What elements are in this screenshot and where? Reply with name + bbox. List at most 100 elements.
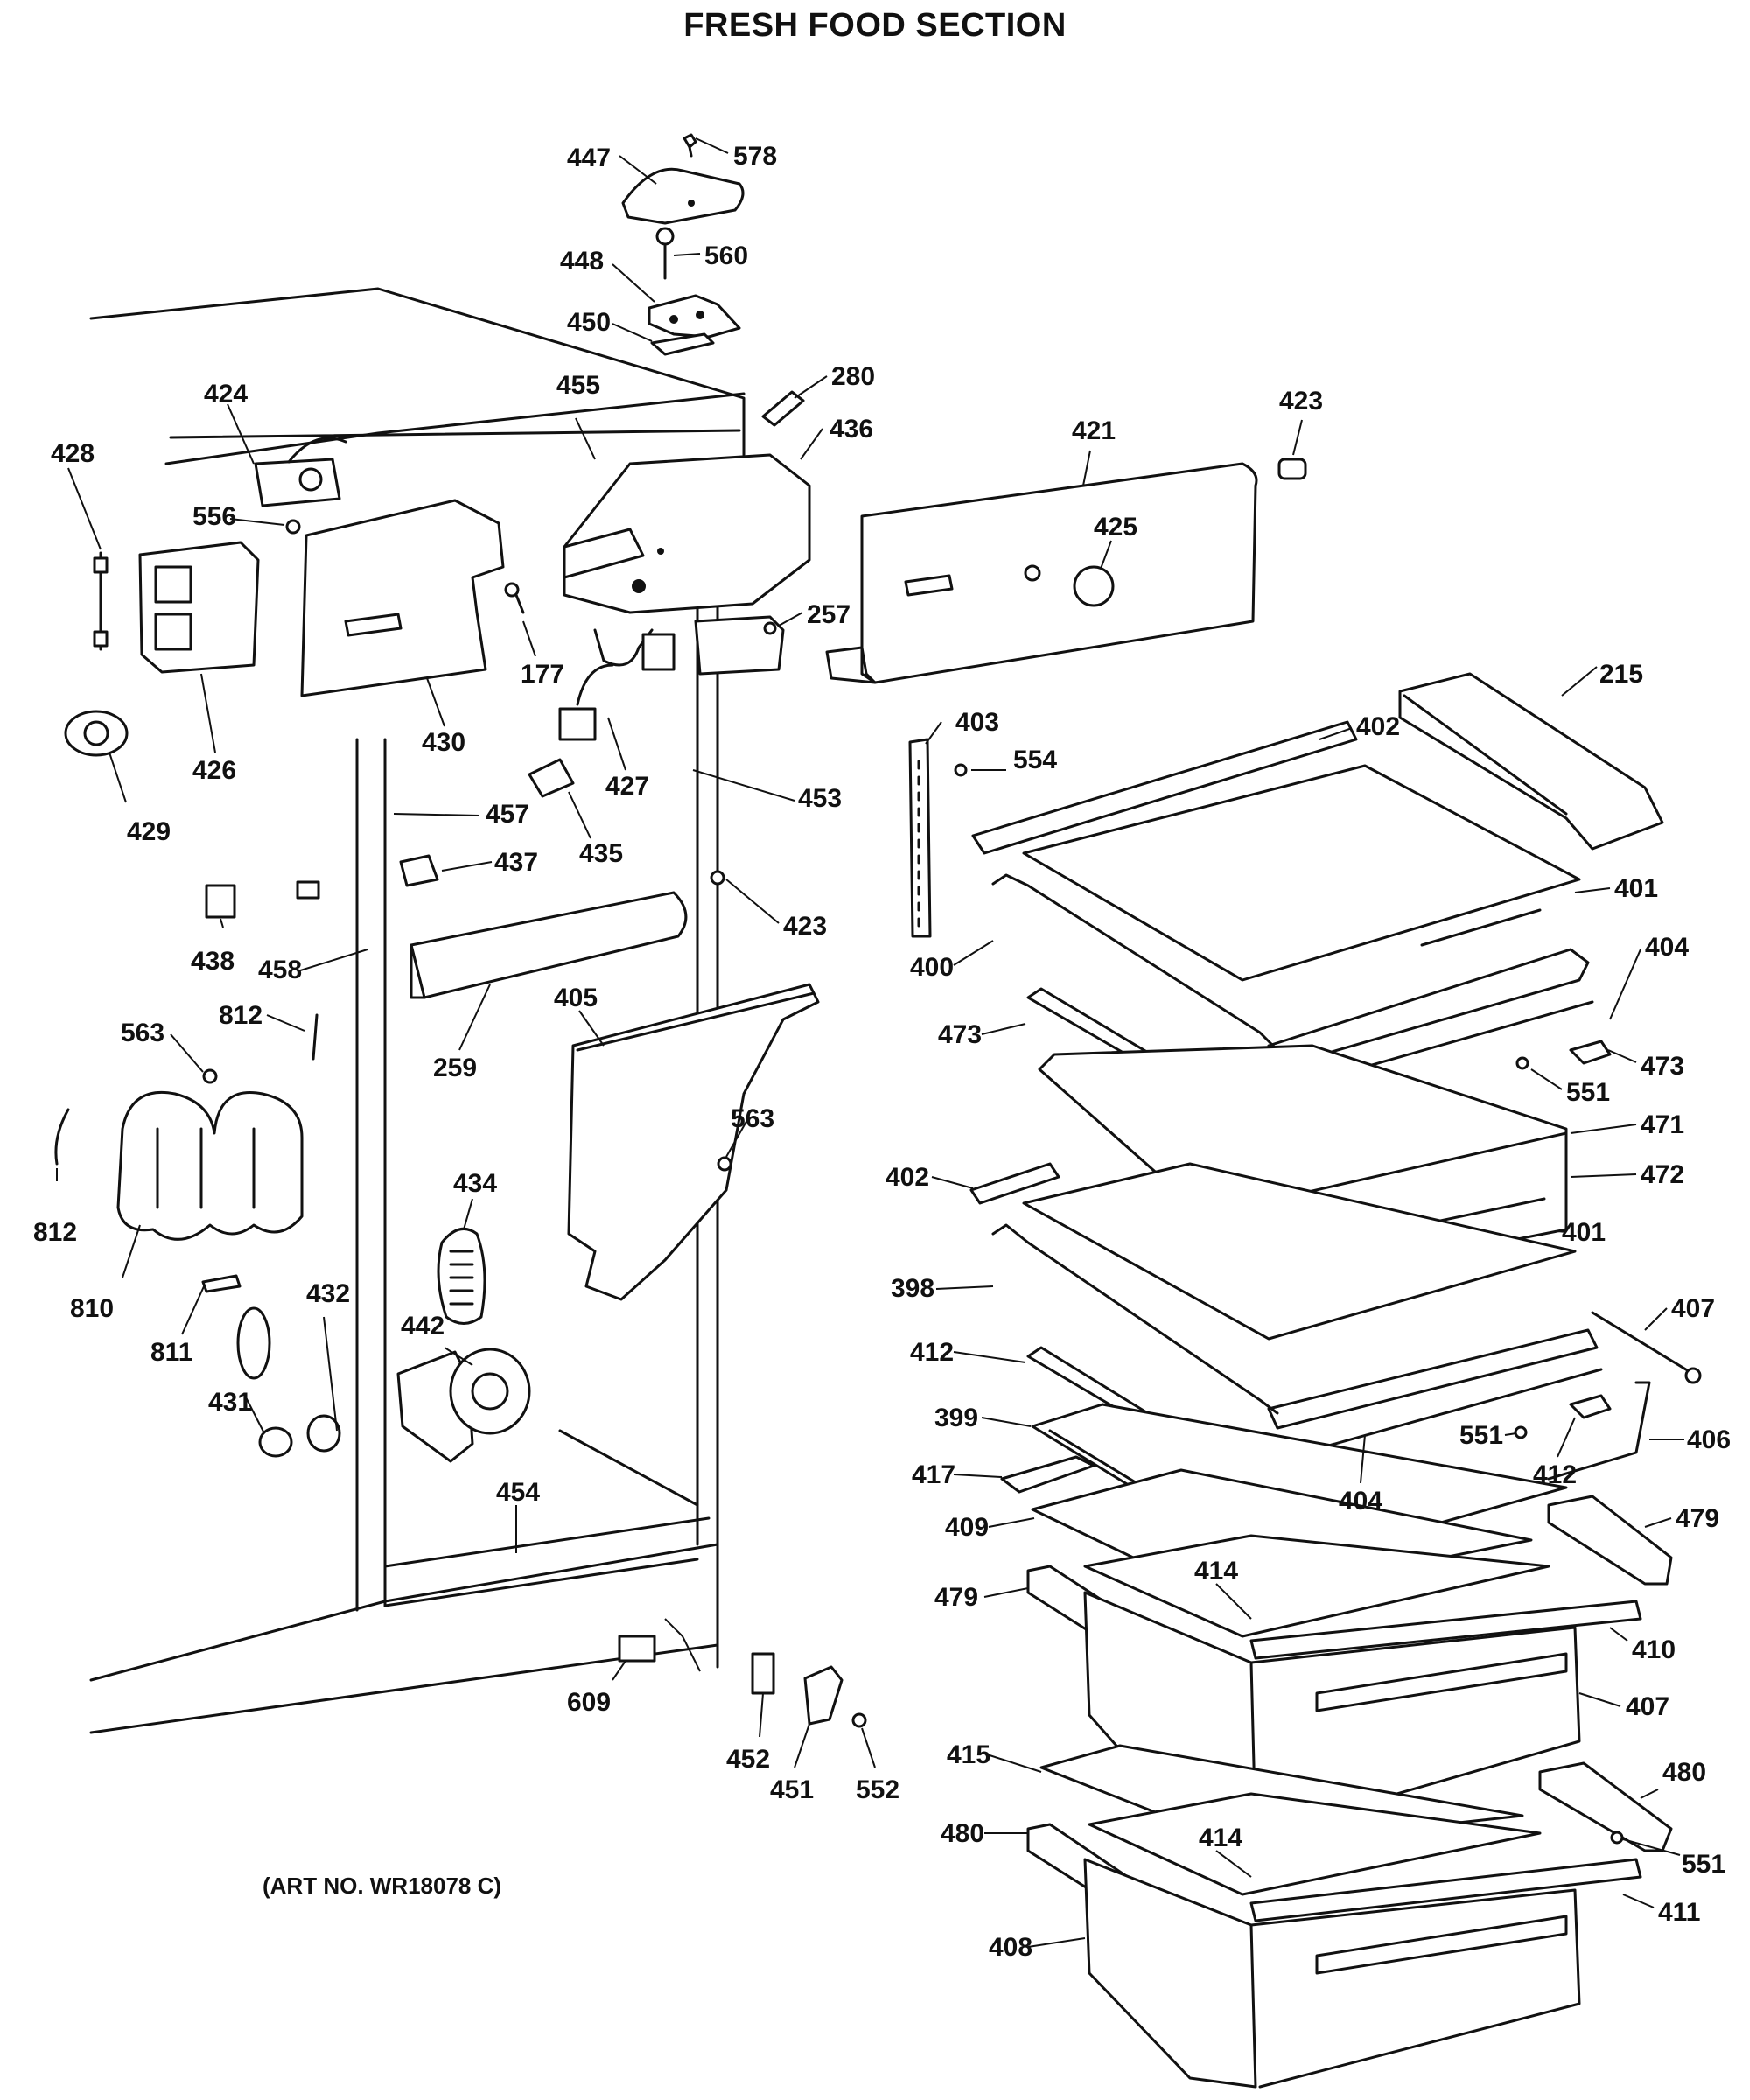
callout-812-lower: 812 bbox=[33, 1218, 77, 1247]
shelf-trim-402-top bbox=[971, 720, 1358, 855]
callout-438: 438 bbox=[191, 947, 234, 976]
callout-473-left: 473 bbox=[938, 1020, 982, 1049]
callout-404-bottom: 404 bbox=[1339, 1487, 1382, 1516]
callout-810: 810 bbox=[70, 1294, 114, 1323]
callout-429: 429 bbox=[127, 817, 171, 846]
knob-423-top bbox=[1278, 458, 1307, 480]
callout-215: 215 bbox=[1600, 660, 1643, 689]
callout-457: 457 bbox=[486, 800, 529, 829]
callout-812-upper: 812 bbox=[219, 1001, 262, 1030]
callout-551-upper: 551 bbox=[1566, 1078, 1610, 1107]
callout-424: 424 bbox=[204, 380, 248, 409]
callout-471: 471 bbox=[1641, 1110, 1684, 1139]
callout-407-upper: 407 bbox=[1671, 1294, 1715, 1323]
callout-412-right: 412 bbox=[1533, 1460, 1577, 1489]
callout-401-mid: 401 bbox=[1562, 1218, 1606, 1247]
air-duct-436 bbox=[563, 453, 811, 614]
callout-401-top: 401 bbox=[1614, 874, 1658, 903]
callout-447: 447 bbox=[567, 144, 611, 172]
callout-280: 280 bbox=[831, 362, 875, 391]
glass-shelf-401-mid bbox=[1022, 1162, 1577, 1340]
screw-423-cabinet bbox=[710, 870, 725, 886]
callout-551-lower: 551 bbox=[1682, 1850, 1726, 1879]
shim-450 bbox=[650, 332, 715, 356]
callout-451: 451 bbox=[770, 1775, 814, 1804]
shelf-rail-404-bottom bbox=[1302, 1368, 1603, 1454]
water-tank-810 bbox=[116, 1090, 304, 1241]
control-panel-421 bbox=[825, 462, 1258, 684]
callout-480-left: 480 bbox=[941, 1819, 984, 1848]
drawer-408 bbox=[1083, 1858, 1581, 2089]
callout-425: 425 bbox=[1094, 513, 1138, 542]
callout-259: 259 bbox=[433, 1054, 477, 1082]
callout-454: 454 bbox=[496, 1478, 540, 1507]
callout-448: 448 bbox=[560, 247, 604, 276]
callout-417: 417 bbox=[912, 1460, 956, 1489]
callout-428: 428 bbox=[51, 439, 94, 468]
callout-436: 436 bbox=[830, 415, 873, 444]
callout-415: 415 bbox=[947, 1740, 990, 1769]
rod-407-upper bbox=[1591, 1311, 1702, 1384]
callout-400: 400 bbox=[910, 953, 954, 982]
control-housing-430 bbox=[300, 499, 505, 697]
callout-403: 403 bbox=[956, 708, 999, 737]
drawer-front-410 bbox=[1250, 1600, 1642, 1712]
thermostat-424 bbox=[254, 437, 347, 508]
callout-609: 609 bbox=[567, 1688, 611, 1717]
callout-552: 552 bbox=[856, 1775, 900, 1804]
leader-lines bbox=[56, 137, 1684, 1948]
callout-563-left: 563 bbox=[121, 1018, 164, 1047]
damper-429 bbox=[64, 710, 129, 757]
light-bulb-280 bbox=[761, 390, 805, 427]
callout-407-lower: 407 bbox=[1626, 1692, 1670, 1721]
callout-472: 472 bbox=[1641, 1160, 1684, 1189]
wire-406 bbox=[1547, 1381, 1651, 1480]
callout-410: 410 bbox=[1632, 1635, 1676, 1664]
cap-431 bbox=[258, 1414, 341, 1458]
rail-479-right bbox=[1547, 1494, 1673, 1586]
callout-455: 455 bbox=[556, 371, 600, 400]
callout-402-mid: 402 bbox=[886, 1163, 929, 1192]
glass-shelf-401-top bbox=[1022, 764, 1581, 982]
callout-578: 578 bbox=[733, 142, 777, 171]
callout-430: 430 bbox=[422, 728, 466, 757]
screw-552 bbox=[851, 1712, 867, 1728]
gasket-432 bbox=[236, 1306, 271, 1380]
screw-578 bbox=[682, 133, 697, 158]
callout-177: 177 bbox=[521, 660, 564, 689]
screw-563-left bbox=[202, 1068, 218, 1084]
screw-554 bbox=[954, 763, 968, 777]
shelf-bracket-412-right bbox=[1569, 1394, 1612, 1419]
callout-405: 405 bbox=[554, 984, 598, 1012]
screw-551-upper bbox=[1516, 1056, 1530, 1070]
shelf-bracket-473-right bbox=[1569, 1040, 1612, 1065]
callout-426: 426 bbox=[192, 756, 236, 785]
callout-431: 431 bbox=[208, 1388, 252, 1417]
wiring-harness-427 bbox=[558, 628, 676, 741]
callout-406: 406 bbox=[1687, 1425, 1731, 1454]
cabinet-outline bbox=[89, 287, 746, 1734]
callout-414-lower: 414 bbox=[1199, 1824, 1242, 1852]
switch-435 bbox=[528, 758, 575, 798]
callout-412-left: 412 bbox=[910, 1338, 954, 1367]
light-socket-426 bbox=[138, 541, 260, 674]
callout-554: 554 bbox=[1013, 746, 1057, 774]
callout-453: 453 bbox=[798, 784, 842, 813]
art-number: (ART NO. WR18078 C) bbox=[262, 1872, 502, 1899]
callout-479-right: 479 bbox=[1676, 1504, 1719, 1533]
callout-404-top: 404 bbox=[1645, 933, 1689, 962]
drawer-frame-414-upper bbox=[1083, 1534, 1550, 1638]
callout-427: 427 bbox=[606, 772, 649, 801]
callout-402-top: 402 bbox=[1356, 712, 1400, 741]
callout-398: 398 bbox=[891, 1274, 934, 1303]
shelf-trim-402-mid bbox=[970, 1162, 1060, 1205]
shelf-frame-398 bbox=[991, 1223, 1599, 1430]
callout-556: 556 bbox=[192, 502, 236, 531]
clip-811 bbox=[201, 1274, 242, 1293]
callout-421: 421 bbox=[1072, 416, 1116, 445]
callout-479-left: 479 bbox=[934, 1583, 978, 1612]
bracket-609 bbox=[618, 1634, 656, 1662]
plug-438 bbox=[205, 880, 320, 919]
callout-435: 435 bbox=[579, 839, 623, 868]
